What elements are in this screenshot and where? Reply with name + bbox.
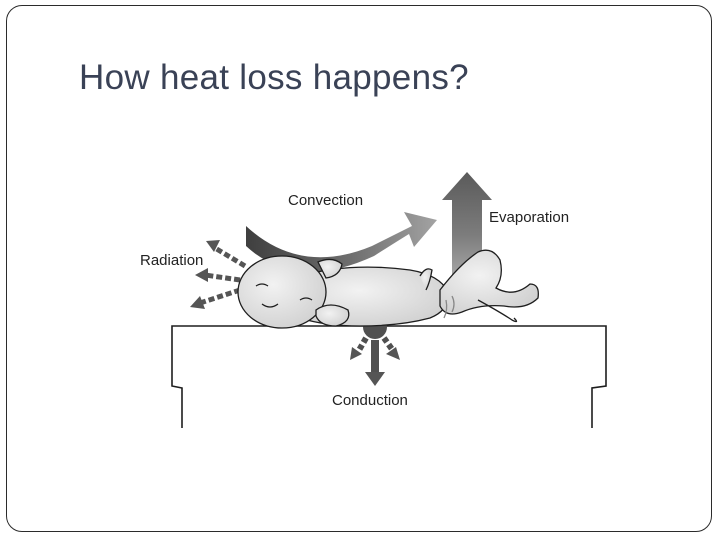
radiation-arrows	[190, 240, 247, 309]
slide-title: How heat loss happens?	[79, 58, 469, 97]
baby-illustration	[237, 249, 539, 329]
table	[171, 325, 607, 428]
label-evaporation: Evaporation	[489, 209, 569, 226]
label-convection: Convection	[288, 192, 363, 209]
label-conduction: Conduction	[332, 392, 408, 409]
label-radiation: Radiation	[140, 252, 203, 269]
